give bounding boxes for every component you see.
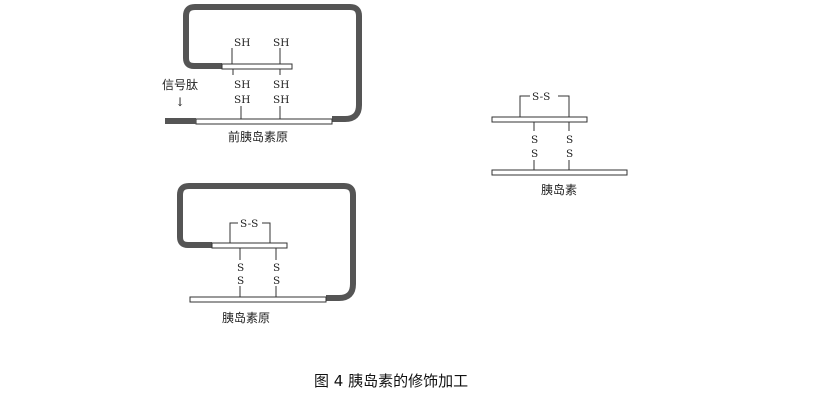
preproinsulin-panel: SH SH SH SH SH SH 信号肽 ↓ 前胰岛素原: [162, 4, 362, 144]
sh-label-a1: SH: [234, 94, 250, 106]
sh-label-b4: SH: [273, 79, 289, 91]
proinsulin-panel: S-S S S S S 胰岛素原: [177, 183, 356, 325]
insulin-s-1b: S: [531, 148, 538, 160]
sh-label-a2: SH: [273, 94, 289, 106]
sh-label-b3: SH: [234, 79, 250, 91]
proinsulin-ss-intrachain: S-S: [240, 218, 258, 230]
proinsulin-b-chain: [211, 242, 288, 249]
insulin-b-chain: [491, 116, 588, 123]
figure-caption: 图 4 胰岛素的修饰加工: [314, 372, 468, 390]
sh-label-b2: SH: [273, 37, 289, 49]
insulin-panel: S-S S S S S 胰岛素: [491, 91, 628, 197]
proinsulin-s-1a: S: [237, 262, 244, 274]
proinsulin-intrachain-bracket: [229, 222, 238, 243]
proinsulin-c-peptide-loop: [177, 183, 356, 301]
insulin-intrachain-bracket-right: [558, 95, 570, 117]
preproinsulin-a-chain: [195, 118, 333, 125]
insulin-s-2b: S: [566, 148, 573, 160]
insulin-a-chain: [491, 169, 628, 176]
insulin-label: 胰岛素: [541, 182, 577, 197]
signal-peptide-label: 信号肽: [162, 77, 198, 92]
signal-peptide-arrow: ↓: [175, 95, 185, 109]
proinsulin-s-1b: S: [237, 275, 244, 287]
sh-label-b1: SH: [234, 37, 250, 49]
insulin-s-1a: S: [531, 134, 538, 146]
insulin-intrachain-bracket: [519, 95, 530, 117]
proinsulin-a-chain: [189, 296, 327, 303]
signal-peptide-segment: [165, 118, 196, 124]
preproinsulin-c-peptide-loop: [183, 4, 362, 122]
preproinsulin-b-chain: [221, 63, 293, 70]
proinsulin-s-2a: S: [273, 262, 280, 274]
proinsulin-label: 胰岛素原: [222, 310, 270, 325]
proinsulin-s-2b: S: [273, 275, 280, 287]
insulin-s-2a: S: [566, 134, 573, 146]
proinsulin-intrachain-bracket-right: [262, 222, 271, 243]
insulin-ss-intrachain: S-S: [532, 91, 550, 103]
preproinsulin-label: 前胰岛素原: [228, 129, 288, 144]
